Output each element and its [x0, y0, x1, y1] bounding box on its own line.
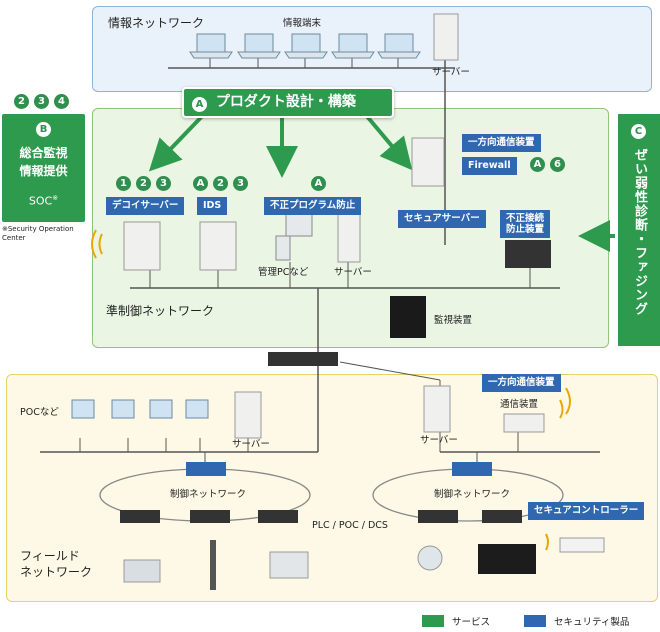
field-network-title: フィールド ネットワーク [20, 549, 93, 579]
soc-badge-2: 2 [14, 94, 29, 109]
info-network-zone [92, 6, 652, 92]
plc-label: PLC / POC / DCS [312, 520, 388, 531]
badge-a: A [192, 97, 207, 112]
comm-device-label: 通信装置 [500, 399, 539, 410]
ids-label: IDS [197, 197, 228, 215]
ids-badge-a: A [193, 176, 208, 191]
info-server-label: サーバー [432, 67, 470, 78]
secure-server-label: セキュアサーバー [398, 210, 486, 228]
soc-title-line1: 総合監視 [19, 146, 68, 160]
firewall-label: Firewall [462, 157, 517, 175]
decoy-server-label: デコイサーバー [106, 197, 185, 215]
management-pc-label: 管理PCなど [258, 267, 309, 278]
badge-b: B [36, 122, 51, 137]
product-design-label: プロダクト設計・構築 [215, 94, 356, 110]
badge-c: C [631, 124, 646, 139]
soc-label: SOC※ [2, 194, 85, 208]
unauth-line1: 不正接続 [506, 213, 545, 224]
decoy-badge-3: 3 [156, 176, 171, 191]
vulnerability-service-box: C ぜい弱性診断・ファジング [618, 114, 660, 346]
field-server-right-label: サーバー [420, 435, 458, 446]
vulnerability-label: ぜい弱性診断・ファジング [632, 148, 647, 316]
semi-server-label: サーバー [334, 267, 372, 278]
secure-controller-label: セキュアコントローラー [528, 502, 645, 520]
field-one-way-label: 一方向通信装置 [482, 374, 561, 392]
one-way-device-label: 一方向通信装置 [462, 134, 541, 152]
unauthorized-connection-label: 不正接続防止装置 [500, 210, 551, 238]
unauth-line2: 防止装置 [506, 224, 545, 235]
legend-product-swatch [524, 615, 546, 627]
info-terminal-label: 情報端末 [283, 18, 322, 29]
soc-service-box: B 総合監視 情報提供 SOC※ [2, 114, 85, 222]
ids-badge-2: 2 [213, 176, 228, 191]
ids-badge-3: 3 [233, 176, 248, 191]
soc-label-text: SOC [28, 194, 53, 208]
soc-badge-3: 3 [34, 94, 49, 109]
semi-network-title: 準制御ネットワーク [106, 304, 215, 318]
malware-prevention-label: 不正プログラム防止 [264, 197, 362, 215]
control-network-left-label: 制御ネットワーク [170, 489, 247, 500]
control-network-right-label: 制御ネットワーク [434, 489, 511, 500]
field-server-left-label: サーバー [232, 439, 270, 450]
legend-service-label: サービス [452, 617, 491, 628]
poc-label: POCなど [20, 407, 59, 418]
legend-service-swatch [422, 615, 444, 627]
legend-product-label: セキュリティ製品 [554, 617, 630, 628]
malware-badge-a: A [311, 176, 326, 191]
product-design-banner: A プロダクト設計・構築 [182, 87, 394, 118]
decoy-badge-2: 2 [136, 176, 151, 191]
soc-footnote: ※Security Operation Center [2, 225, 74, 242]
decoy-badge-1: 1 [116, 176, 131, 191]
firewall-badge-6: 6 [550, 157, 565, 172]
firewall-badge-a: A [530, 157, 545, 172]
soc-badge-4: 4 [54, 94, 69, 109]
info-network-title: 情報ネットワーク [108, 16, 205, 30]
soc-title-line2: 情報提供 [19, 164, 68, 178]
soc-mark: ※ [52, 194, 59, 202]
monitor-device-label: 監視装置 [434, 315, 473, 326]
